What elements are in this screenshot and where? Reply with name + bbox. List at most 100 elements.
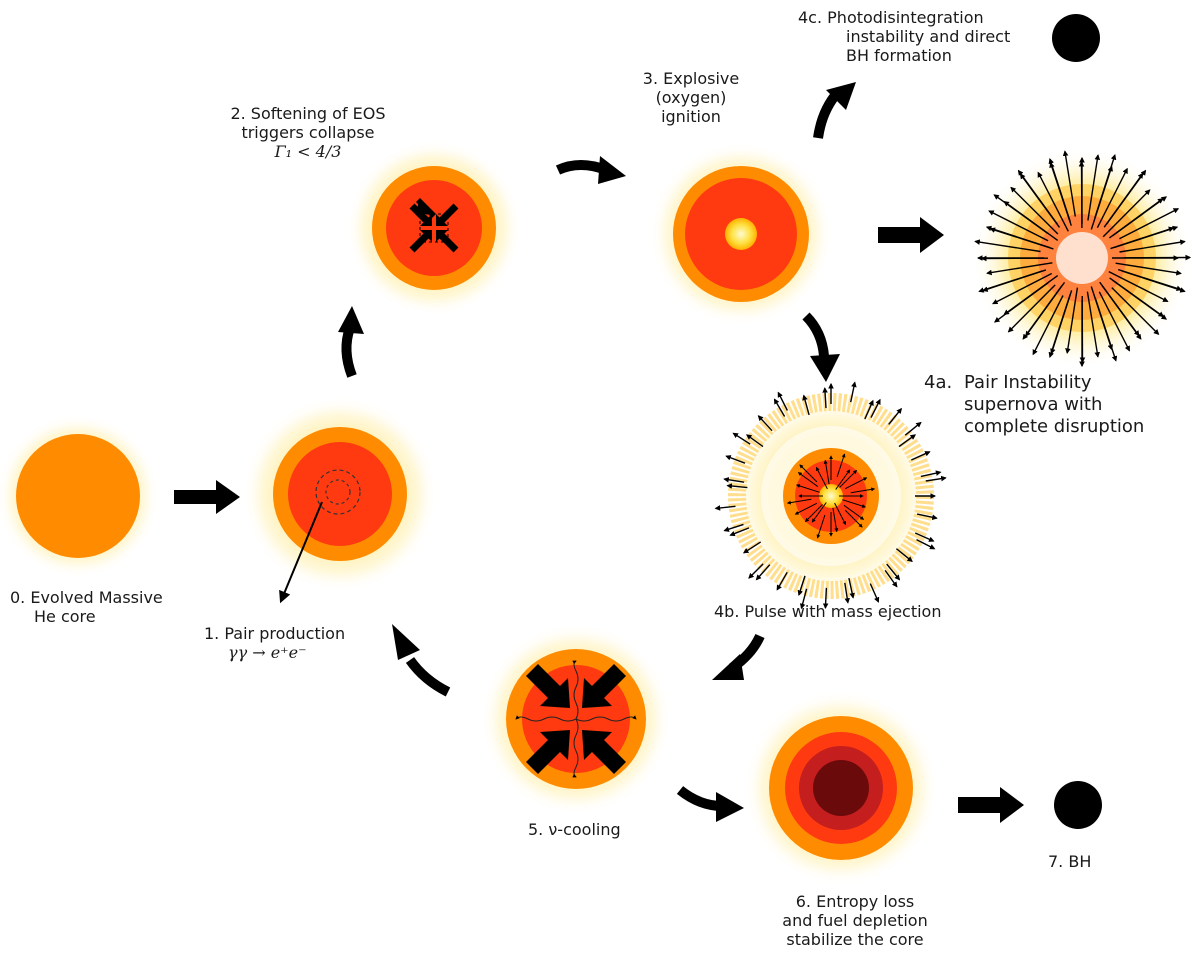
ejecta-ray bbox=[1003, 200, 1059, 241]
ejecta-ray bbox=[1112, 279, 1168, 320]
collapse-arrows bbox=[414, 198, 436, 220]
stage4c-label: 4c. Photodisintegration instability and … bbox=[798, 8, 1010, 65]
ejecta-ray bbox=[1037, 171, 1069, 232]
ejecta-ray bbox=[1111, 287, 1160, 335]
ejecta-ray bbox=[1087, 154, 1101, 221]
stage4c-line1: 4c. Photodisintegration bbox=[798, 8, 984, 27]
ejecta-ray bbox=[1007, 284, 1056, 333]
stage0-label: 0. Evolved Massive He core bbox=[10, 588, 163, 626]
stage4a-explosion bbox=[972, 148, 1192, 368]
ejecta-ray bbox=[755, 564, 771, 581]
pair-region-outer bbox=[315, 469, 361, 515]
ejecta-ray bbox=[835, 469, 851, 490]
stage1-star bbox=[242, 396, 438, 604]
ejecta-rays bbox=[974, 150, 1192, 368]
stage1-formula: γγ → e⁺e⁻ bbox=[228, 643, 307, 662]
stage4c-line2: instability and direct bbox=[846, 27, 1011, 46]
flow-arrows bbox=[174, 217, 1024, 823]
stage3-star bbox=[649, 142, 833, 326]
stage2-line1: 2. Softening of EOS bbox=[230, 104, 386, 123]
ejecta-ray bbox=[723, 523, 744, 532]
stage2-star bbox=[346, 140, 522, 316]
ejecta-ray bbox=[844, 477, 868, 490]
stage1-line1: 1. Pair production bbox=[204, 624, 346, 643]
arrow-1-to-2 bbox=[341, 326, 357, 378]
ejecta-ray bbox=[823, 459, 830, 485]
arrow-0-to-1 bbox=[174, 480, 240, 514]
stage4a-number: 4a. bbox=[924, 372, 953, 393]
stage5-star bbox=[480, 623, 672, 815]
ejecta-ray bbox=[797, 472, 819, 488]
ejecta-ray bbox=[795, 484, 820, 493]
stage4a-line3: supernova with bbox=[964, 394, 1103, 415]
big-collapse-arrows bbox=[526, 664, 626, 774]
ejecta-ray bbox=[898, 434, 917, 448]
ejecta-ray bbox=[742, 541, 762, 554]
ejecta-ray bbox=[1086, 291, 1100, 358]
ejecta-ray bbox=[978, 270, 1043, 293]
ejecta-ray bbox=[992, 272, 1053, 305]
stage5-label: 5. ν-cooling bbox=[528, 820, 621, 839]
ejecta-ray bbox=[843, 504, 865, 520]
stage4b-label: 4b. Pulse with mass ejection bbox=[714, 602, 941, 621]
arrow-6-to-7 bbox=[958, 787, 1024, 823]
stage4c-black-hole bbox=[1052, 14, 1100, 62]
ejecta-ray bbox=[822, 587, 829, 610]
arrow-2-to-3 bbox=[555, 160, 608, 175]
ejecta-ray bbox=[1098, 291, 1131, 352]
ejecta-ray bbox=[850, 487, 876, 494]
ejecta-ray bbox=[1096, 167, 1128, 229]
ejecta-ray bbox=[797, 575, 806, 596]
stage4a-label: 4a. Pair Instability supernova with comp… bbox=[924, 372, 1144, 437]
curved-arrow-heads bbox=[338, 82, 856, 822]
ejecta-ray bbox=[1048, 293, 1071, 358]
ejecta-ray bbox=[916, 513, 938, 521]
ejecta-ray bbox=[1003, 275, 1059, 316]
ejecta-ray bbox=[786, 498, 812, 505]
ejecta-ray bbox=[914, 532, 935, 542]
ejecta-ray bbox=[799, 588, 808, 610]
ejecta-ray bbox=[776, 571, 788, 591]
ejecta-ray bbox=[1010, 186, 1059, 235]
outer-rays bbox=[714, 381, 947, 610]
ejecta-ray bbox=[848, 577, 855, 599]
stage4b-line1: 4b. Pulse with mass ejection bbox=[714, 602, 942, 621]
ejecta-ray bbox=[895, 548, 913, 563]
ejecta-ray bbox=[729, 527, 750, 537]
ejecta-ray bbox=[832, 507, 839, 533]
ejecta-ray bbox=[842, 499, 867, 508]
ejecta-ray bbox=[1022, 285, 1063, 340]
ejecta-ray bbox=[725, 455, 746, 464]
ejecta-ray bbox=[884, 569, 898, 588]
ejecta-ray bbox=[925, 475, 947, 482]
ejecta-ray bbox=[1065, 287, 1079, 355]
ejecta-ray bbox=[985, 225, 1050, 249]
stage4b-star bbox=[714, 381, 947, 610]
ejecta-ray bbox=[745, 434, 764, 448]
ejecta-ray bbox=[726, 483, 748, 489]
ejecta-ray bbox=[986, 262, 1053, 276]
stage4c-line3: BH formation bbox=[846, 46, 952, 65]
stage0-line2: He core bbox=[34, 607, 96, 626]
ejecta-ray bbox=[1115, 262, 1182, 276]
stage6-line3: stabilize the core bbox=[786, 930, 924, 949]
ejecta-ray bbox=[1032, 295, 1064, 356]
ejecta-ray bbox=[1108, 270, 1169, 303]
ejecta-ray bbox=[748, 563, 764, 579]
ejecta-ray bbox=[815, 466, 828, 490]
ejecta-ray bbox=[911, 451, 931, 461]
ejecta-ray bbox=[870, 398, 881, 418]
stage3-line2: (oxygen) bbox=[655, 88, 727, 107]
ejecta-ray bbox=[1048, 158, 1071, 223]
ejecta-ray bbox=[904, 421, 922, 436]
stage6-line1: 6. Entropy loss bbox=[795, 892, 915, 911]
ejecta-ray bbox=[816, 514, 826, 539]
arrow-3-to-4a bbox=[878, 217, 944, 253]
ejecta-ray bbox=[1112, 196, 1168, 237]
arrow-3-to-4b bbox=[802, 312, 829, 357]
ejecta-ray bbox=[773, 398, 786, 417]
ejecta-ray bbox=[888, 407, 903, 425]
stage3-line1: 3. Explosive bbox=[642, 69, 740, 88]
